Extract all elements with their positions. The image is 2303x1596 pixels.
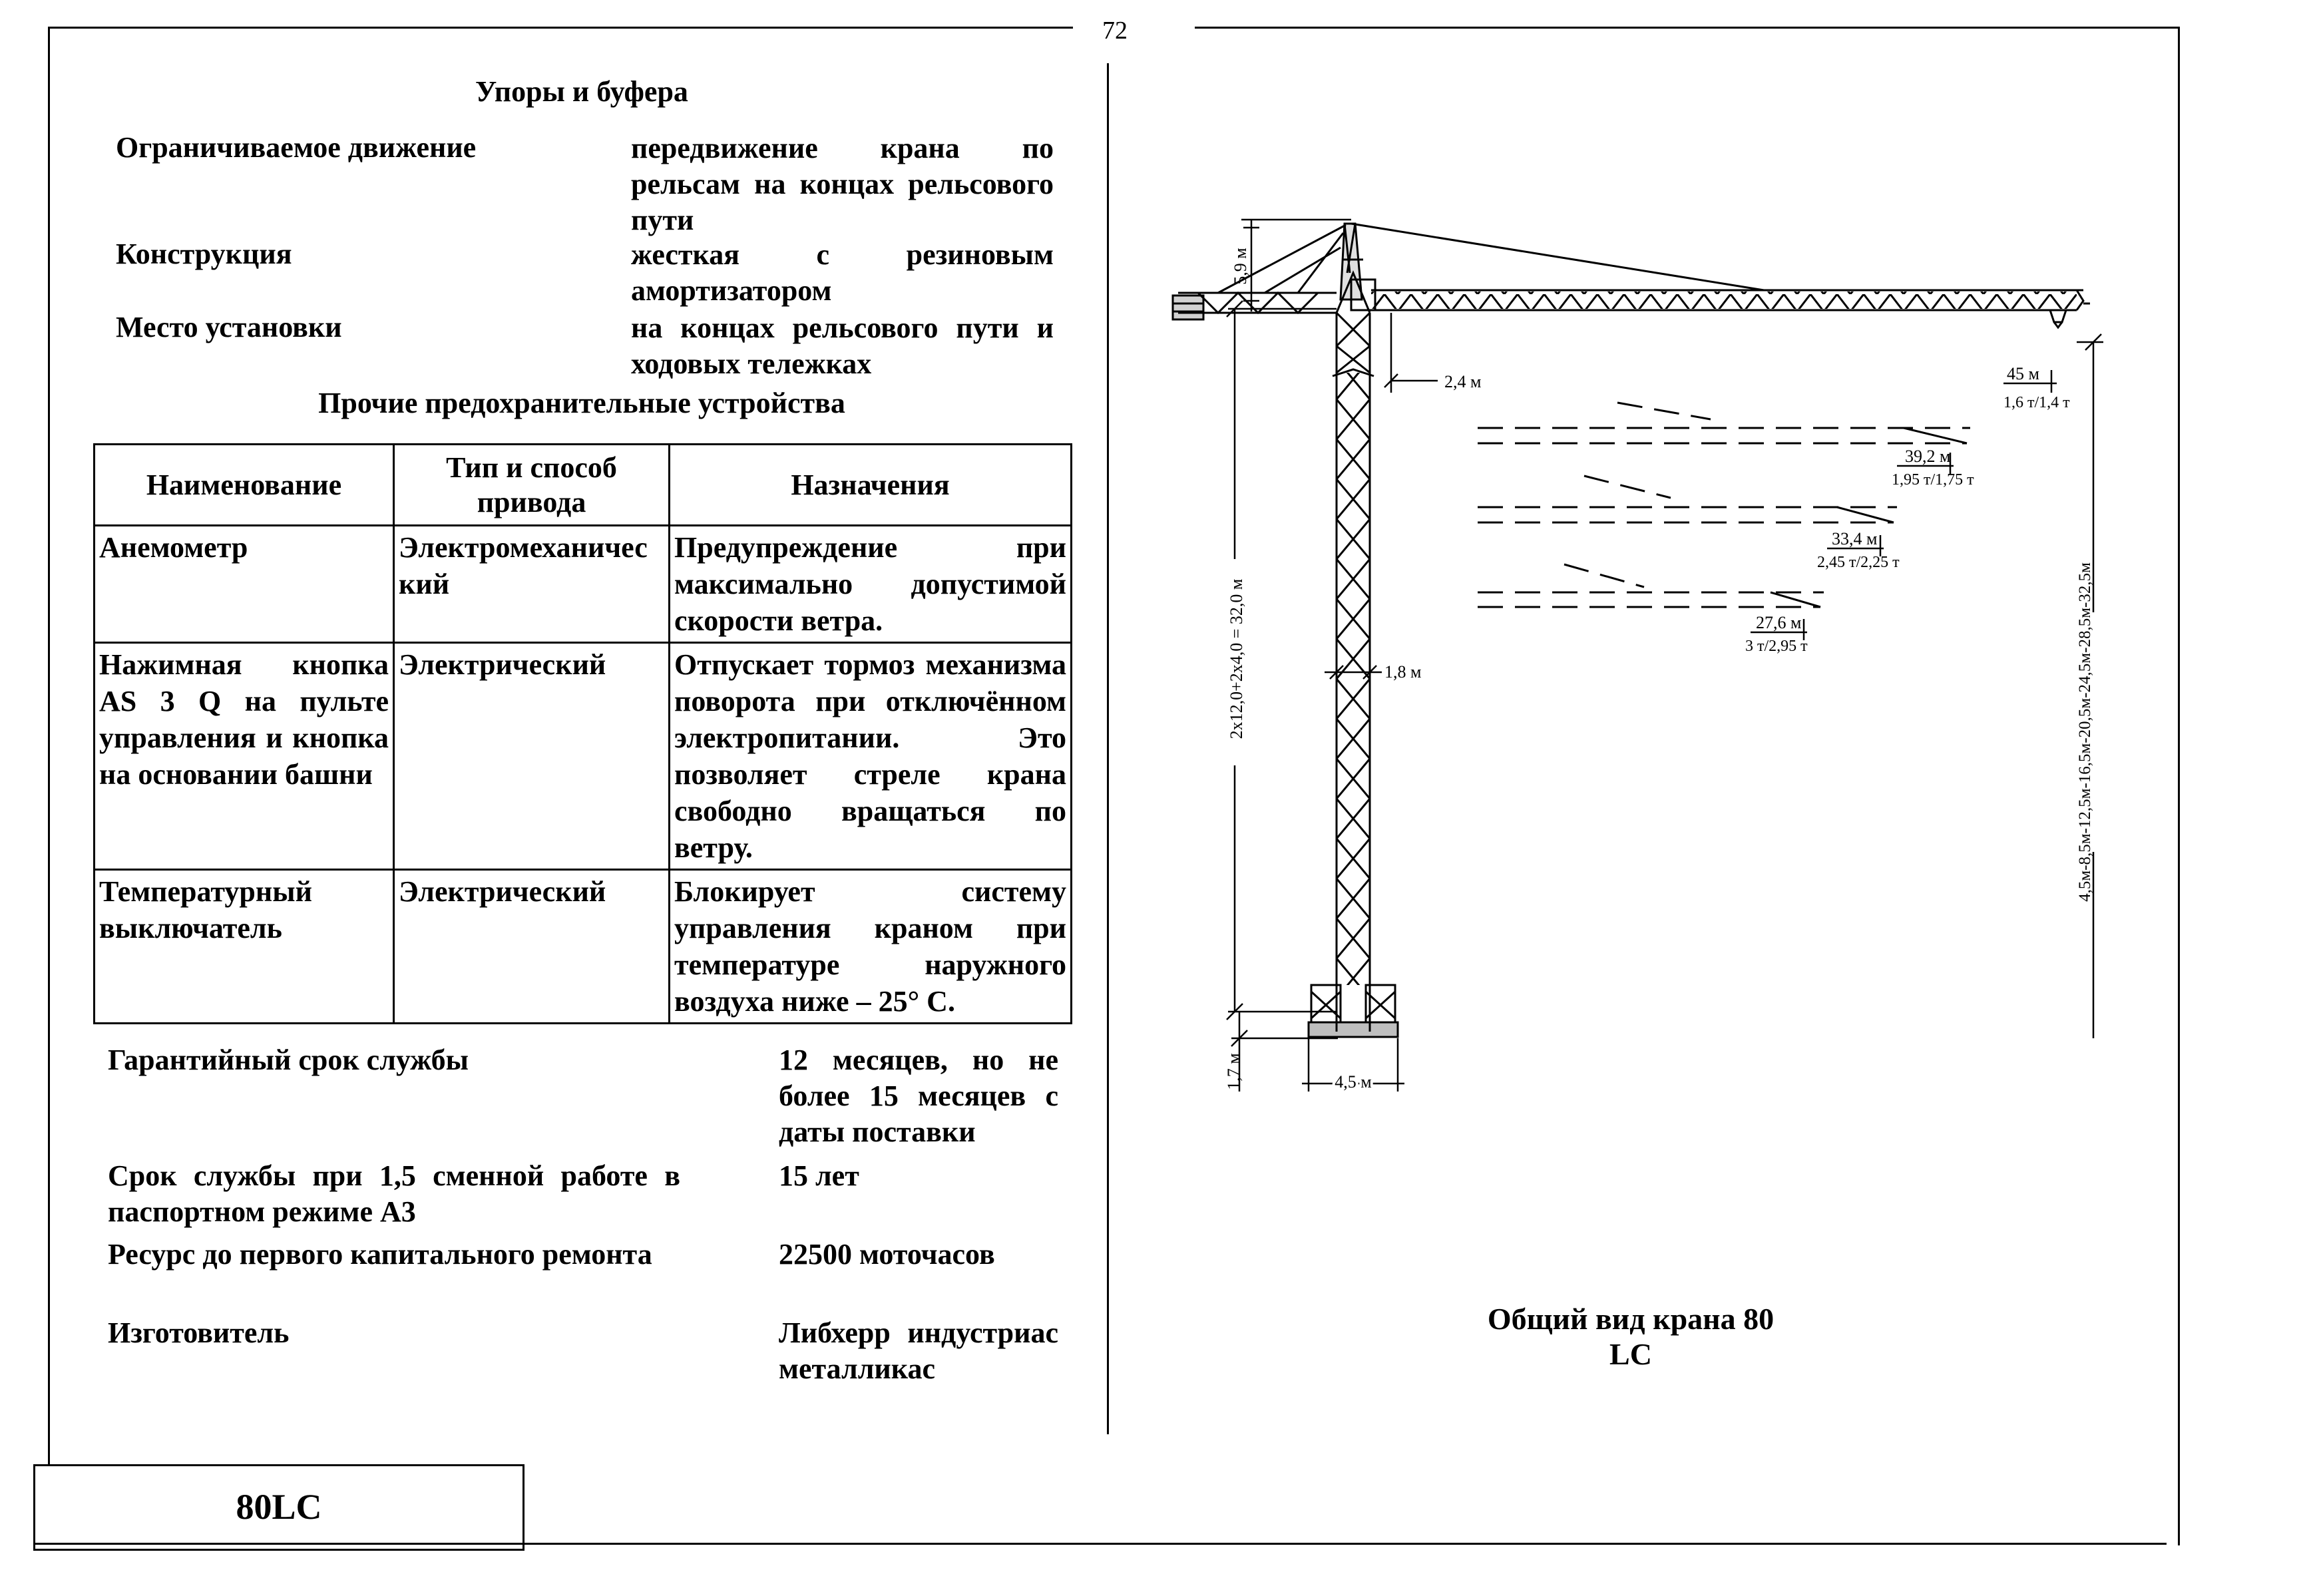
dim-jib-offset: 2,4 м [1384,313,1481,393]
spec-label-warranty: Гарантийный срок службы [108,1044,469,1076]
table-cell: Электрический [393,642,670,871]
crane-jib [1371,289,2090,329]
table-header-cell: Тип и способ привода [393,443,670,526]
dim-base-width-label: 4,5 м [1335,1072,1371,1092]
frame-top-right [1195,27,2180,29]
stops-label-2: Конструкция [116,238,292,270]
table-cell: Электрический [393,869,670,1024]
dim-base-height: 1,7 м [1224,1012,1338,1092]
jib-config-33-4 [1478,475,1897,524]
stops-value-2: жесткая с резиновым амортизатором [631,238,1054,307]
table-cell: Нажимная кнопка AS 3 Q на пульте управле… [93,642,395,871]
model-label: 80LC [236,1487,322,1527]
crane-base [1307,984,1399,1038]
dim-tower-width: 1,8 м [1325,662,1421,682]
jib-config-27-6 [1478,563,1824,608]
frame-top-left [48,27,1073,29]
jib-stay-rope [1351,222,1765,292]
dim-top-height-label: 5,9 м [1231,248,1250,284]
spec-label-manufacturer: Изготовитель [108,1316,290,1349]
dim-base-width: 4,5 м [1302,1038,1404,1094]
counter-jib-stay-rope [1217,224,1347,294]
table-cell: Электромеханический [393,524,670,644]
reach-33-4-load: 2,45 т/2,25 т [1817,554,1900,571]
table-cell: Блокирует систему управления краном при … [668,869,1072,1024]
page-number: 72 [1102,17,1128,45]
stops-label-1: Ограничиваемое движение [116,131,477,164]
table-row: Температурный выключатель Электрический … [93,869,1072,1024]
dim-tower-height: 2х12,0+2х4,0 = 32,0 м [1226,300,1337,1020]
safety-title: Прочие предохранительные устройства [318,387,845,419]
safety-table: Наименование Тип и способ привода Назнач… [93,443,1072,1024]
jib-config-39-2 [1478,401,1970,445]
reach-27-6: 27,6 м 3 т/2,95 т [1745,613,1808,655]
figure-caption: Общий вид крана 80 LC [1487,1302,1775,1371]
dim-hook-heights-label: 4,5м-8,5м-12,5м-16,5м-20,5м-24,5м-28,5м-… [2076,562,2094,902]
frame-right [2178,27,2180,1545]
spec-value-service-life: 15 лет [779,1159,859,1192]
reach-39-2-radius: 39,2 м [1905,447,1950,466]
spec-label-resource: Ресурс до первого капитального ремонта [108,1238,652,1271]
dim-tower-height-label: 2х12,0+2х4,0 = 32,0 м [1227,579,1246,739]
table-row: Нажимная кнопка AS 3 Q на пульте управле… [93,642,1072,871]
table-header-cell: Наименование [93,443,395,526]
dim-top-height: 5,9 м [1231,218,1351,311]
reach-39-2-load: 1,95 т/1,75 т [1892,471,1974,489]
table-header-row: Наименование Тип и способ привода Назнач… [93,443,1072,526]
dim-tower-width-label: 1,8 м [1384,662,1421,682]
stops-title: Упоры и буфера [475,75,688,108]
table-cell: Отпускает тормоз механизма поворота при … [668,642,1072,871]
reach-39-2: 39,2 м 1,95 т/1,75 т [1892,447,1974,489]
reach-27-6-load: 3 т/2,95 т [1745,638,1808,655]
model-label-box: 80LC [33,1464,524,1551]
dim-jib-offset-label: 2,4 м [1444,372,1481,391]
reach-45-load: 1,6 т/1,4 т [2003,394,2070,411]
page-divider [1107,63,1109,1434]
table-cell: Анемометр [93,524,395,644]
table-cell: Температурный выключатель [93,869,395,1024]
reach-45: 45 м 1,6 т/1,4 т [2003,364,2070,411]
crane-counter-jib [1171,291,1337,321]
reach-33-4: 33,4 м 2,45 т/2,25 т [1817,529,1900,571]
stops-value-1: передвижение крана по рельсам на концах … [631,132,1054,236]
reach-33-4-radius: 33,4 м [1832,529,1877,548]
dim-hook-heights: 4,5м-8,5м-12,5м-16,5м-20,5м-24,5м-28,5м-… [2076,333,2103,1038]
stops-value-3: на концах рельсового пути и ходовых теле… [631,311,1054,380]
crane-head [1339,222,1376,311]
table-row: Анемометр Электромеханический Предупрежд… [93,524,1072,644]
spec-value-manufacturer: Либхерр индустриас металликас [779,1316,1058,1385]
frame-left [48,27,50,1464]
reach-27-6-radius: 27,6 м [1756,613,1801,632]
counter-jib-struts [1264,232,1345,294]
table-cell: Предупреждение при максимально допустимо… [668,524,1072,644]
frame-bottom [33,1543,2167,1545]
table-header-cell: Назначения [668,443,1072,526]
crane-tower [1332,270,1374,1032]
reach-45-radius: 45 м [2007,364,2039,383]
stops-label-3: Место установки [116,311,342,343]
spec-label-service-life: Срок службы при 1,5 сменной работе в пас… [108,1159,680,1228]
spec-value-warranty: 12 месяцев, но не более 15 месяцев с дат… [779,1044,1058,1148]
spec-value-resource: 22500 моточасов [779,1238,995,1271]
dim-base-height-label: 1,7 м [1224,1053,1243,1090]
